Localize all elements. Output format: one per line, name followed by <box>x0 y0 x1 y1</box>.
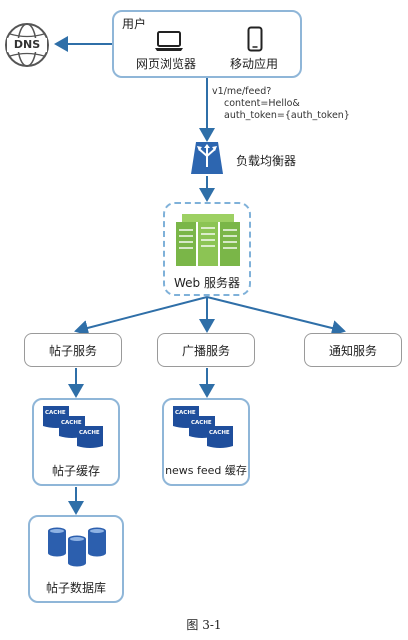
request-params: v1/me/feed? content=Hello& auth_token={a… <box>212 86 350 122</box>
web-servers-label: Web 服务器 <box>174 276 240 290</box>
notification-service-box: 通知服务 <box>304 333 402 367</box>
load-balancer-icon <box>191 142 223 174</box>
fanout-service-label: 广播服务 <box>181 343 230 358</box>
cache-text-3: CACHE <box>209 430 230 436</box>
globe-icon <box>5 23 49 67</box>
notification-service-label: 通知服务 <box>328 343 377 358</box>
cache-text-2: CACHE <box>61 420 82 426</box>
cache-stack-icon: CACHE CACHE CACHE <box>173 406 233 448</box>
user-title: 用户 <box>122 17 147 31</box>
fanout-service-box: 广播服务 <box>157 333 255 367</box>
database-icon <box>48 527 106 567</box>
laptop-icon <box>155 31 183 51</box>
cache-text-1: CACHE <box>175 410 196 416</box>
web-servers-group: Web 服务器 <box>163 202 251 296</box>
cache-text-1: CACHE <box>45 410 66 416</box>
figure-caption: 图 3-1 <box>186 618 222 632</box>
cache-stack-icon: CACHE CACHE CACHE <box>43 406 103 448</box>
dns-label: DNS <box>13 38 41 51</box>
dns-node: DNS <box>4 22 50 68</box>
post-db-label: 帖子数据库 <box>45 581 106 595</box>
load-balancer-label: 负载均衡器 <box>236 154 297 168</box>
arrow-web-to-notify <box>206 296 346 336</box>
post-cache-box: CACHE CACHE CACHE 帖子缓存 <box>32 398 120 486</box>
post-service-box: 帖子服务 <box>24 333 122 367</box>
post-db-box: 帖子数据库 <box>28 515 124 603</box>
mobile-phone-icon <box>247 26 263 52</box>
post-service-label: 帖子服务 <box>48 343 97 358</box>
post-cache-label: 帖子缓存 <box>51 464 100 478</box>
request-line-1: v1/me/feed? <box>212 86 272 97</box>
request-line-2: content=Hello& <box>224 98 300 109</box>
arrow-web-to-post <box>74 296 208 336</box>
user-box: 用户 网页浏览器 移动应用 <box>112 10 302 78</box>
request-line-3: auth_token={auth_token} <box>224 110 350 121</box>
news-feed-cache-label: news feed 缓存 <box>165 464 247 477</box>
server-rack-icon <box>176 214 240 266</box>
news-feed-cache-box: CACHE CACHE CACHE news feed 缓存 <box>162 398 250 486</box>
browser-label: 网页浏览器 <box>136 57 197 71</box>
cache-text-3: CACHE <box>79 430 100 436</box>
mobile-app-label: 移动应用 <box>230 57 279 71</box>
cache-text-2: CACHE <box>191 420 212 426</box>
